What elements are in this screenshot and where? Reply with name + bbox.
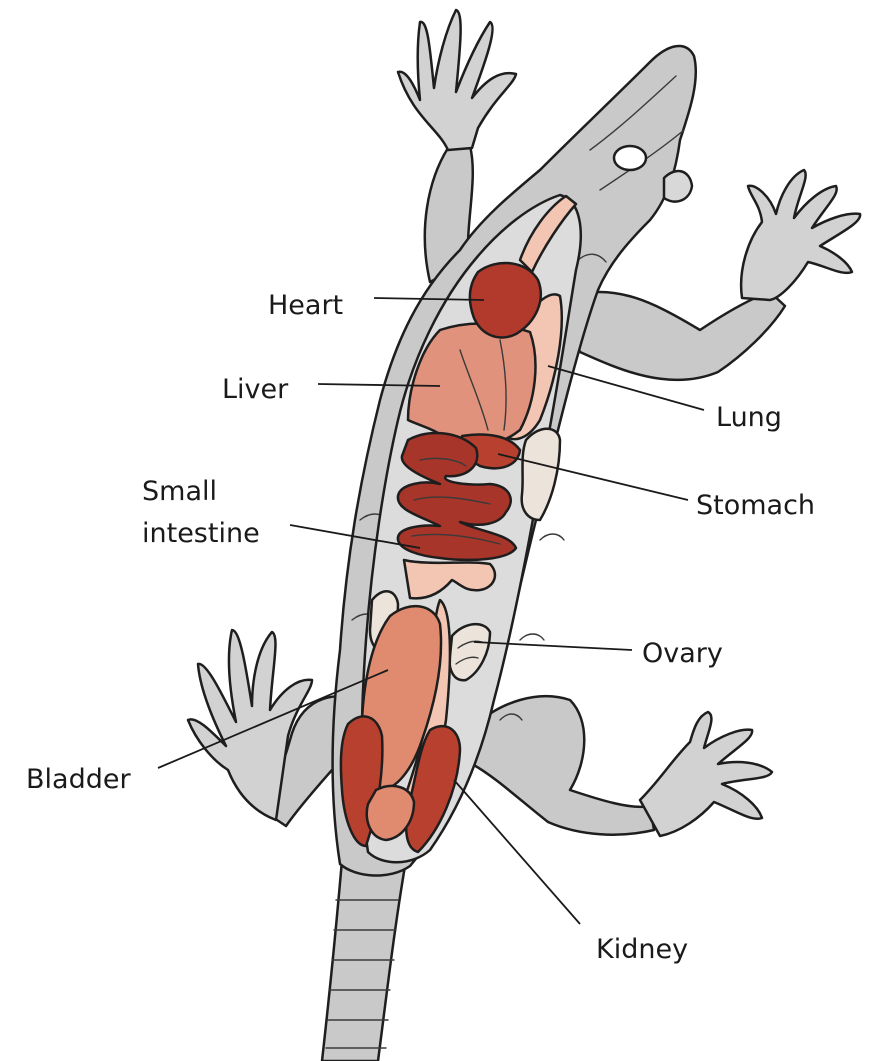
label-liver: Liver <box>222 374 289 405</box>
label-bladder: Bladder <box>26 764 131 795</box>
label-kidney: Kidney <box>596 934 688 965</box>
label-heart: Heart <box>268 290 343 321</box>
label-lung: Lung <box>716 402 782 433</box>
eye-icon <box>614 146 646 170</box>
hind-right-limb <box>470 696 772 836</box>
label-small-intestine-line2: intestine <box>142 518 260 549</box>
label-ovary: Ovary <box>642 638 723 669</box>
fat-body <box>522 429 560 520</box>
label-stomach: Stomach <box>696 490 815 521</box>
tail <box>322 860 406 1061</box>
label-small-intestine-line1: Small <box>142 476 217 507</box>
